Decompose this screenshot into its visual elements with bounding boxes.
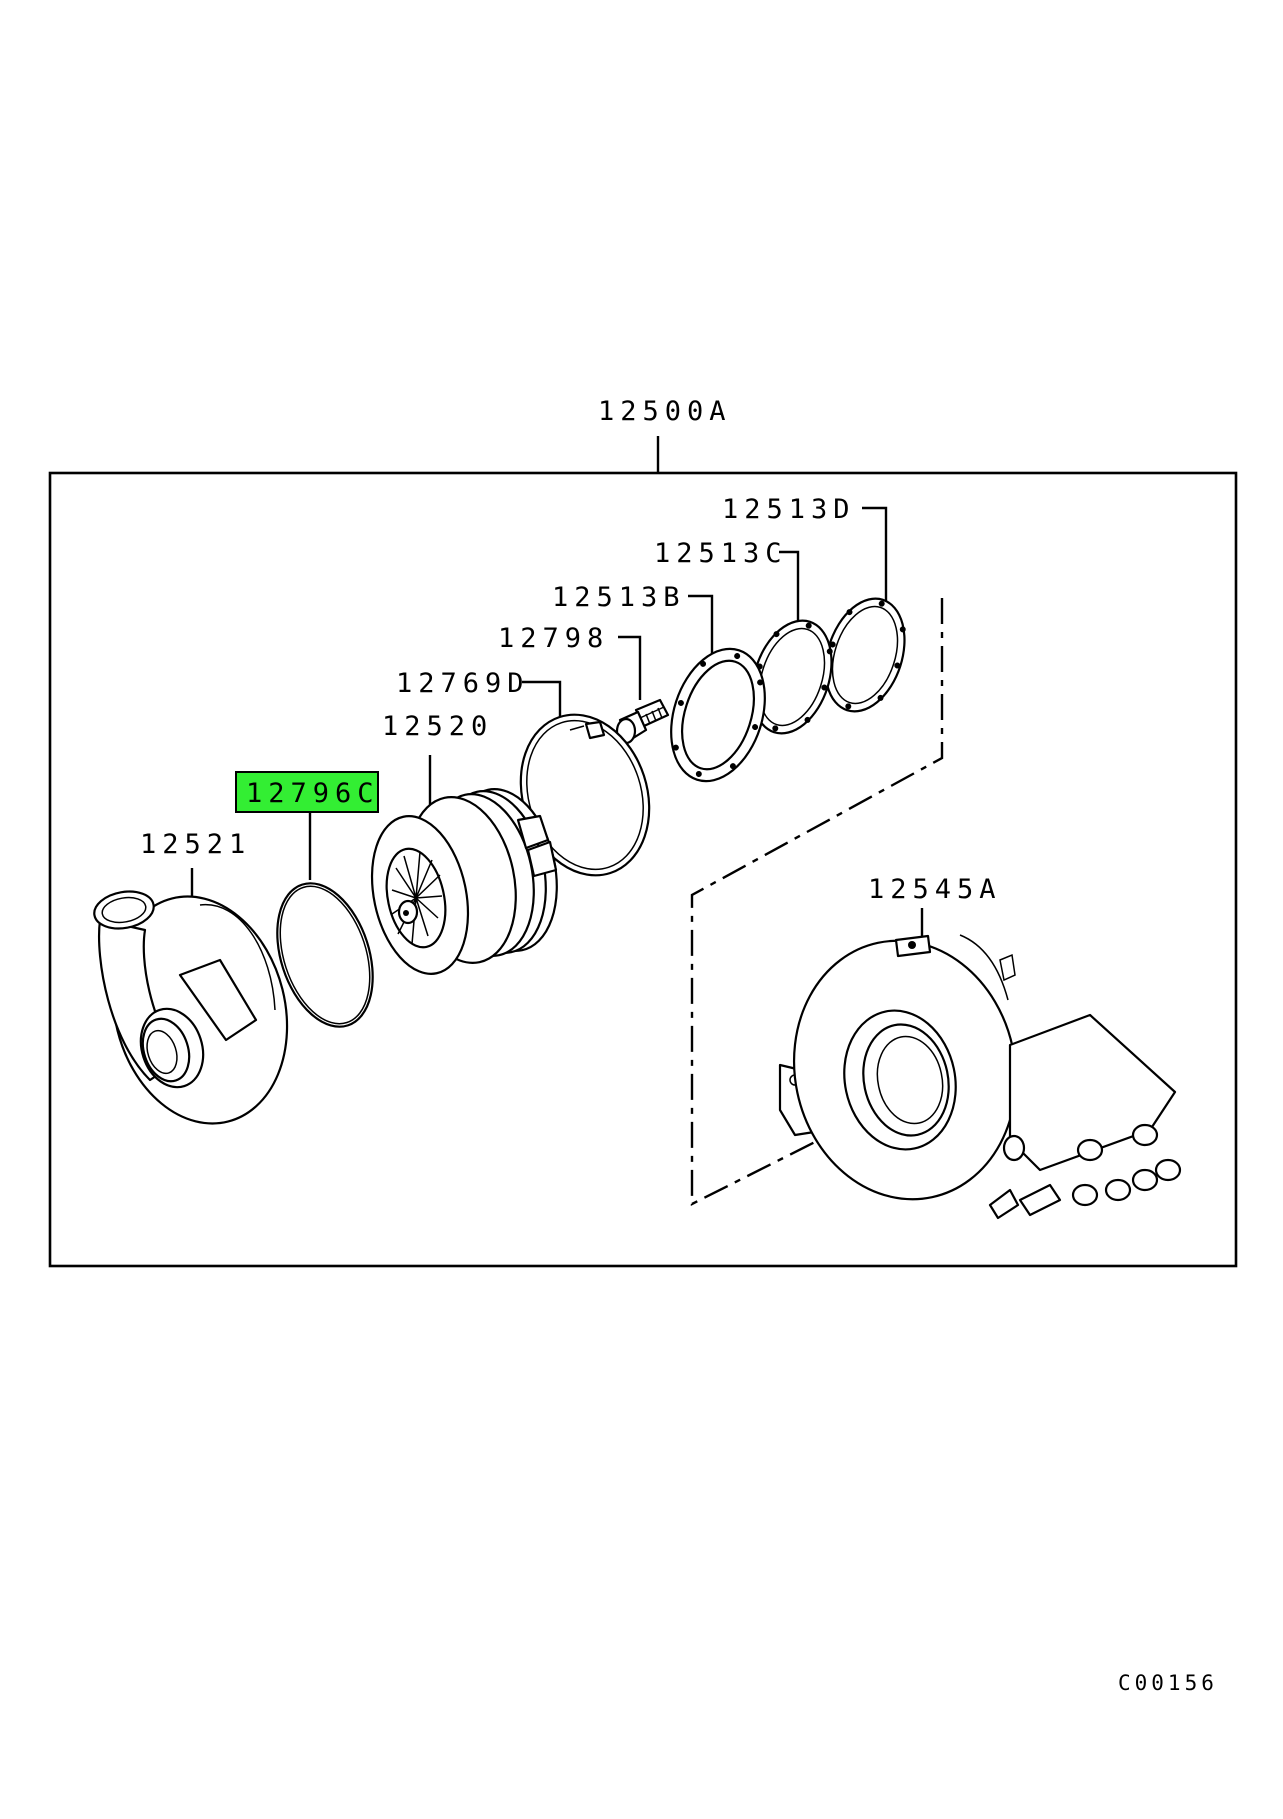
cartridge-12520	[370, 788, 558, 975]
leader-12513d	[862, 506, 888, 622]
clamp-ring-12769d	[519, 713, 651, 877]
leader-12769d	[522, 680, 562, 732]
o-ring-12796c	[276, 882, 374, 1028]
part-label-12513d[interactable]: 12513D	[722, 494, 856, 525]
part-label-12521[interactable]: 12521	[140, 829, 251, 860]
part-label-12798[interactable]: 12798	[498, 623, 609, 654]
part-label-12796c[interactable]: 12796C	[246, 778, 380, 809]
turbine-housing-12545a	[778, 934, 1182, 1220]
leader-12513c	[779, 550, 800, 652]
highlight-box	[235, 771, 379, 813]
part-label-12513b[interactable]: 12513B	[552, 582, 686, 613]
assembly-label[interactable]: 12500A	[598, 396, 732, 427]
gasket-12513d	[824, 597, 906, 713]
compressor-housing-12521	[93, 890, 289, 1125]
part-label-12513c[interactable]: 12513C	[654, 538, 788, 569]
part-label-12520[interactable]: 12520	[382, 711, 493, 742]
leader-12798	[618, 635, 642, 700]
gasket-12513b	[670, 647, 766, 783]
drawing-code: C00156	[1118, 1671, 1218, 1695]
alignment-line	[690, 598, 944, 1206]
leader-12513b	[688, 594, 714, 670]
part-label-12769d[interactable]: 12769D	[396, 668, 530, 699]
bolt-12798	[615, 698, 670, 745]
part-label-12545a[interactable]: 12545A	[868, 874, 1002, 905]
assembly-frame	[48, 471, 1238, 1268]
